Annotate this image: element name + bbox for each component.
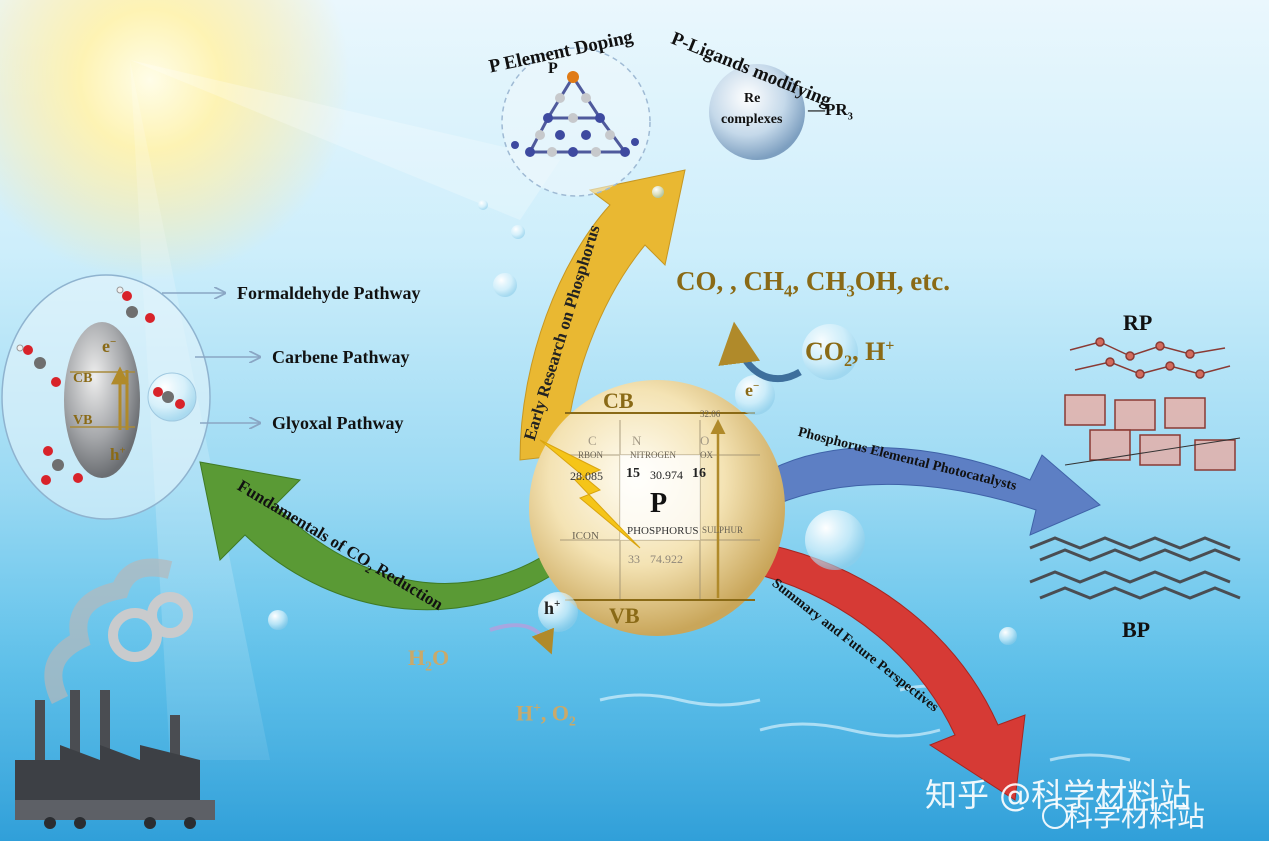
periodic-o-mass-partial: 32.06 (700, 409, 721, 419)
vb-label: VB (609, 603, 640, 628)
periodic-si-mass: 28.085 (570, 469, 603, 483)
floating-bubbles (268, 186, 1017, 645)
elemental-arrow (769, 447, 1101, 536)
re-complex-sphere (709, 64, 805, 160)
electron-label: e− (745, 380, 760, 400)
oxidation-arrow (489, 623, 554, 655)
periodic-silicon-name: ICON (572, 530, 599, 542)
particle-electron-label: e− (102, 336, 117, 356)
water-label: H2O (408, 645, 450, 674)
summary-arrow (759, 544, 1026, 801)
hole-label: h+ (544, 598, 561, 618)
periodic-o-symbol: O (700, 433, 710, 448)
particle-vb-label: VB (73, 413, 93, 428)
particle-hole-label: h+ (110, 445, 126, 464)
bp-label: BP (1122, 617, 1151, 642)
periodic-s-number: 16 (692, 466, 706, 481)
periodic-oxygen-name: OX (700, 450, 713, 460)
periodic-atomic-number: 15 (626, 466, 640, 481)
doping-atom-label: P (548, 60, 558, 77)
reduction-cycle-arrow (718, 321, 802, 383)
periodic-as-number: 33 (628, 552, 640, 566)
periodic-n-symbol: N (632, 433, 642, 448)
re-label: Re (744, 91, 761, 106)
glyoxal-pathway-label: Glyoxal Pathway (272, 413, 404, 433)
hole-bubble (538, 592, 578, 632)
lightning-icon (539, 439, 641, 549)
periodic-carbon-name: RBON (578, 450, 604, 460)
pr3-label: —PR3 (808, 100, 853, 123)
weibo-watermark: 科学材料站 (1065, 800, 1206, 833)
particle-cb-label: CB (73, 371, 93, 386)
catalyst-particle (64, 322, 140, 478)
co2-molecule-icon (147, 372, 197, 422)
products-label: CO, , CH4, CH3OH, etc. (676, 266, 950, 301)
sun-glow (0, 0, 350, 280)
factory-icon (15, 558, 215, 829)
periodic-element-name: PHOSPHORUS (627, 525, 699, 537)
methanol-molecule-icon (16, 344, 61, 387)
rp-label: RP (1123, 310, 1153, 335)
periodic-atomic-mass: 30.974 (650, 468, 683, 482)
formic-molecule-icon (116, 286, 155, 323)
weibo-icon (1042, 803, 1068, 829)
red-phosphorus-structure (1064, 337, 1241, 471)
formaldehyde-pathway-label: Formaldehyde Pathway (237, 283, 421, 303)
fundamentals-arrow (199, 461, 561, 611)
black-phosphorus-structure (1029, 536, 1241, 600)
carbene-pathway-label: Carbene Pathway (272, 347, 410, 367)
periodic-nitrogen-name: NITROGEN (630, 450, 676, 460)
cb-label: CB (603, 388, 634, 413)
electron-bubble (735, 375, 775, 415)
periodic-as-mass: 74.922 (650, 552, 683, 566)
glyoxal-molecule-icon (41, 446, 83, 485)
complexes-label: complexes (721, 112, 783, 127)
periodic-symbol: P (650, 488, 668, 519)
early-research-arrow (519, 169, 686, 461)
carbon-nitride-structure (511, 71, 639, 157)
periodic-c-symbol: C (588, 433, 597, 448)
oxidation-products-label: H+, O2 (516, 700, 576, 729)
periodic-sulphur-name: SULPHUR (702, 525, 744, 535)
reactants-label: CO2, H+ (805, 337, 895, 371)
